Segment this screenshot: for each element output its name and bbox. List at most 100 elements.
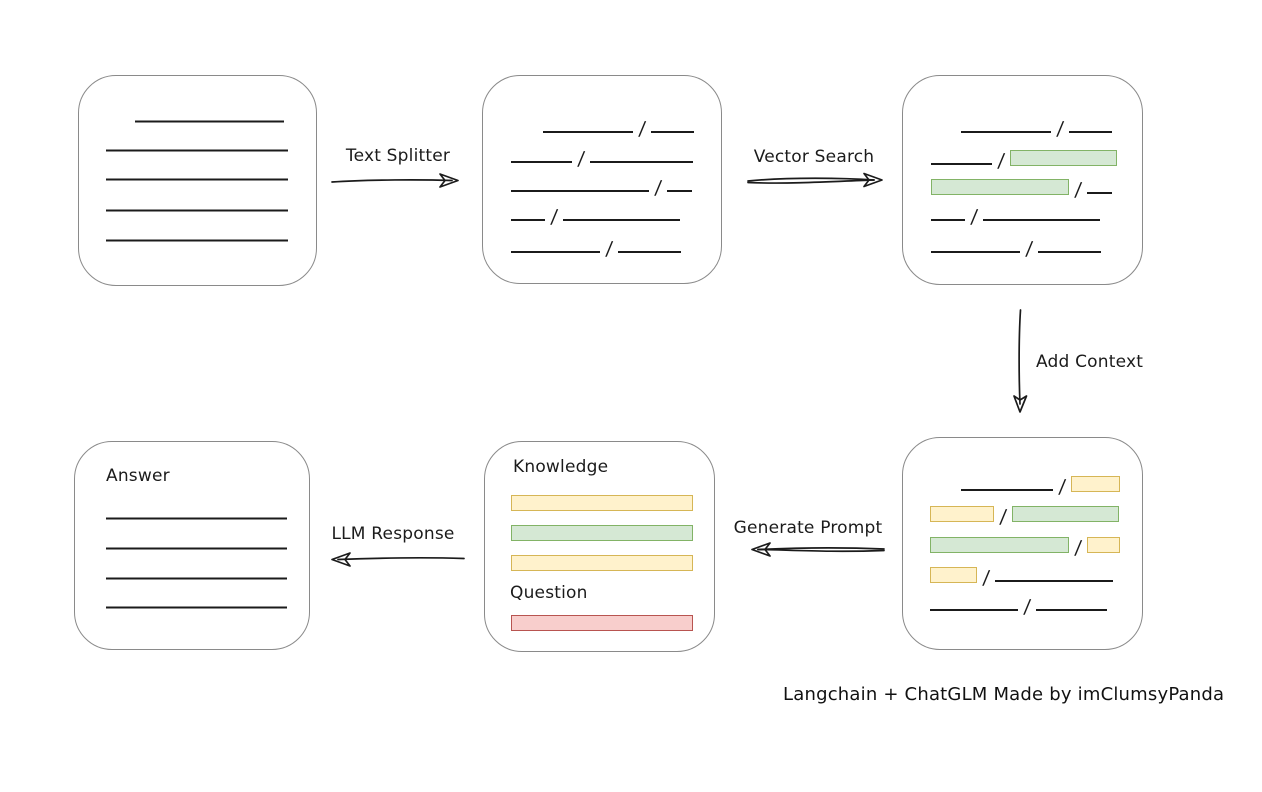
question-label: Question bbox=[510, 583, 588, 603]
text-line bbox=[106, 517, 287, 520]
content-row: / bbox=[511, 177, 693, 199]
content-row bbox=[106, 547, 287, 551]
content-row: / bbox=[961, 476, 1121, 498]
text-line bbox=[1069, 131, 1113, 133]
content-row bbox=[106, 209, 288, 213]
text-line bbox=[667, 190, 693, 192]
yellow-chunk bbox=[1087, 537, 1121, 553]
chunk-separator: / bbox=[1073, 179, 1083, 201]
text-line bbox=[563, 219, 681, 221]
chunk-separator: / bbox=[1073, 537, 1083, 559]
text-line bbox=[106, 178, 288, 181]
text-line bbox=[511, 219, 545, 221]
node-search-results: / / / / / bbox=[902, 75, 1143, 285]
content-row: / bbox=[511, 148, 694, 170]
generate-prompt-arrow bbox=[751, 542, 885, 557]
text-line bbox=[931, 219, 965, 221]
yellow-chunk bbox=[930, 506, 994, 522]
chunk-separator: / bbox=[1055, 118, 1065, 140]
text-line bbox=[106, 209, 288, 212]
text-line bbox=[511, 161, 572, 163]
vector-search-label: Vector Search bbox=[753, 147, 875, 167]
text-line bbox=[106, 577, 287, 580]
content-row bbox=[106, 606, 287, 610]
chunk-separator: / bbox=[1022, 596, 1032, 618]
yellow-chunk bbox=[511, 495, 693, 511]
text-line bbox=[961, 131, 1051, 133]
node-context-chunks: / / / / / bbox=[902, 437, 1143, 650]
content-row bbox=[511, 495, 693, 511]
text-line bbox=[931, 163, 992, 165]
content-row: / bbox=[931, 238, 1102, 260]
llm-response-label: LLM Response bbox=[331, 524, 455, 544]
text-line bbox=[106, 149, 288, 152]
content-row: / bbox=[930, 537, 1121, 559]
content-row: / bbox=[930, 567, 1114, 589]
node-document bbox=[78, 75, 317, 286]
text-line bbox=[983, 219, 1101, 221]
vector-search-arrow bbox=[747, 172, 883, 188]
yellow-chunk bbox=[511, 555, 693, 571]
text-line bbox=[1036, 609, 1108, 611]
content-row: / bbox=[961, 118, 1113, 140]
content-row: / bbox=[930, 506, 1120, 528]
green-chunk bbox=[1010, 150, 1118, 166]
content-row bbox=[106, 239, 288, 243]
content-row bbox=[106, 577, 287, 581]
chunk-separator: / bbox=[1057, 476, 1067, 498]
content-row: / bbox=[931, 150, 1118, 172]
content-row bbox=[511, 555, 693, 571]
text-line bbox=[590, 161, 694, 163]
chunk-separator: / bbox=[1024, 238, 1034, 260]
node-text-chunks: / / / / / bbox=[482, 75, 722, 284]
chunk-separator: / bbox=[969, 206, 979, 228]
content-row bbox=[511, 615, 693, 631]
knowledge-label: Knowledge bbox=[513, 457, 609, 477]
content-row: / bbox=[543, 118, 695, 140]
red-chunk bbox=[511, 615, 693, 631]
content-row: / bbox=[511, 206, 681, 228]
text-line bbox=[618, 251, 682, 253]
chunk-separator: / bbox=[549, 206, 559, 228]
generate-prompt-label: Generate Prompt bbox=[733, 518, 883, 538]
text-line bbox=[106, 606, 287, 609]
chunk-separator: / bbox=[637, 118, 647, 140]
text-line bbox=[511, 251, 600, 253]
yellow-chunk bbox=[1071, 476, 1121, 492]
text-line bbox=[135, 120, 284, 123]
add-context-label: Add Context bbox=[1036, 352, 1144, 372]
text-line bbox=[511, 190, 649, 192]
yellow-chunk bbox=[930, 567, 977, 583]
content-row: / bbox=[931, 179, 1113, 201]
content-row bbox=[106, 517, 287, 521]
node-answer: Answer bbox=[74, 441, 310, 650]
text-splitter-arrow bbox=[331, 173, 459, 188]
content-row bbox=[511, 525, 693, 541]
green-chunk bbox=[1012, 506, 1120, 522]
content-row: / bbox=[931, 206, 1101, 228]
chunk-separator: / bbox=[996, 150, 1006, 172]
chunk-separator: / bbox=[998, 506, 1008, 528]
content-row bbox=[106, 178, 288, 182]
content-row: / bbox=[930, 596, 1108, 618]
content-row bbox=[106, 149, 288, 153]
green-chunk bbox=[930, 537, 1069, 553]
chunk-separator: / bbox=[576, 148, 586, 170]
chunk-separator: / bbox=[981, 567, 991, 589]
chunk-separator: / bbox=[604, 238, 614, 260]
content-row: / bbox=[511, 238, 682, 260]
text-line bbox=[106, 547, 287, 550]
text-splitter-label: Text Splitter bbox=[345, 146, 451, 166]
answer-label: Answer bbox=[106, 466, 170, 486]
add-context-arrow bbox=[1013, 309, 1028, 413]
content-row bbox=[135, 120, 284, 124]
green-chunk bbox=[511, 525, 693, 541]
text-line bbox=[543, 131, 633, 133]
text-line bbox=[930, 609, 1018, 611]
llm-response-arrow bbox=[331, 552, 465, 567]
node-prompt: Knowledge Question bbox=[484, 441, 715, 652]
text-line bbox=[995, 580, 1114, 582]
text-line bbox=[106, 239, 288, 242]
chunk-separator: / bbox=[653, 177, 663, 199]
